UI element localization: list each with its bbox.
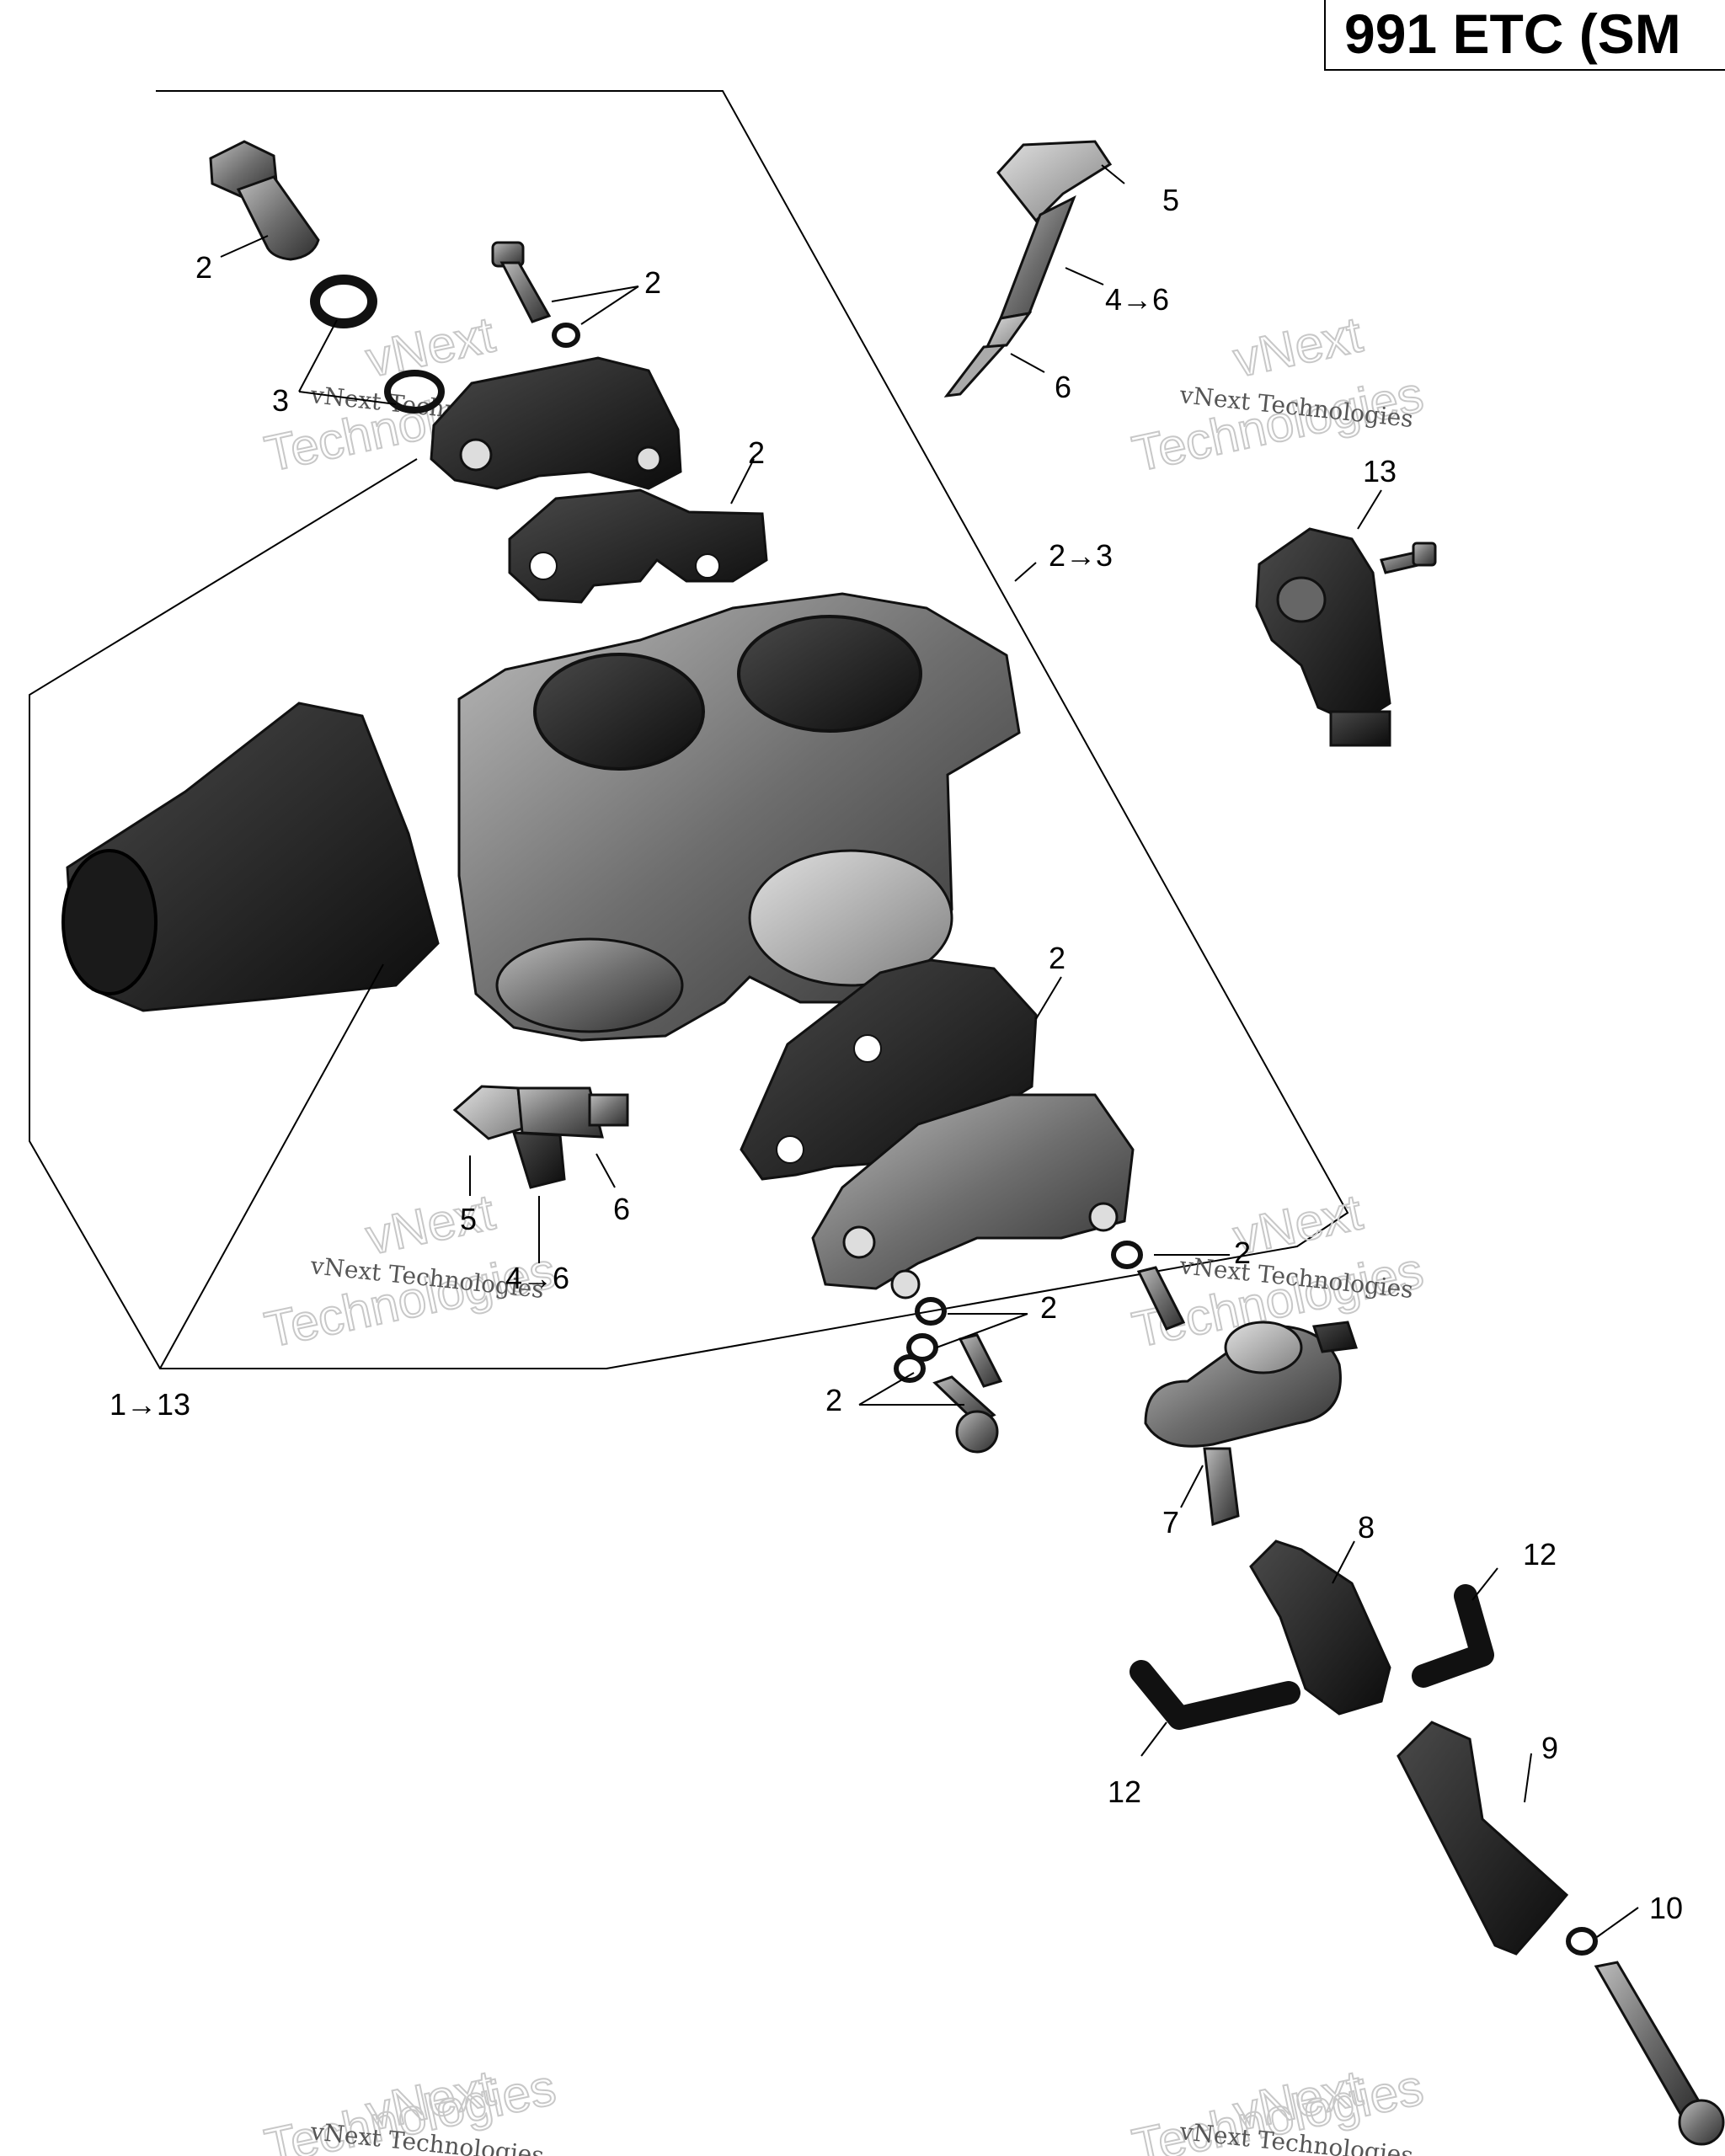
fuel-pressure-regulator	[1144, 1321, 1359, 1527]
callout-c2: 2	[644, 265, 661, 300]
callout-c3: 3	[272, 383, 289, 418]
diagram-title-box: 991 ETC (SM	[1324, 0, 1725, 71]
watermark-group-5: vNext Technologies vNext Technologies	[259, 2057, 562, 2156]
gasket-hole-1	[529, 552, 558, 580]
lower-screw	[932, 1375, 999, 1454]
callout-c4: 2	[748, 435, 765, 470]
wm-brand-2: vNext	[1229, 306, 1367, 387]
rail-port-4	[890, 1269, 921, 1299]
sensor-connector	[1329, 710, 1391, 747]
callout-c6: 5	[1162, 183, 1179, 217]
hose-12-right	[1412, 1584, 1494, 1688]
throttle-bore-left	[533, 653, 705, 771]
callout-c18: 7	[1162, 1505, 1179, 1540]
throttle-outlet	[748, 849, 953, 987]
leader-lines	[159, 164, 1639, 1938]
gasket-hole-4	[853, 1034, 882, 1063]
callout-c23: 10	[1649, 1891, 1683, 1925]
throttle-body	[457, 592, 1021, 1042]
fitting-b	[958, 1333, 1003, 1388]
hose-fitting-8	[1249, 1540, 1391, 1716]
washer-10	[1566, 1927, 1598, 1956]
callout-c17: 1→13	[109, 1387, 190, 1422]
throttle-outlet-left	[495, 937, 684, 1033]
callout-c10: 2	[1049, 941, 1065, 975]
callout-c22: 9	[1541, 1731, 1558, 1765]
o-ring-2b	[915, 1297, 947, 1326]
callout-c16: 2	[825, 1383, 842, 1417]
o-ring-top	[552, 323, 580, 348]
fitting-a	[1136, 1266, 1186, 1331]
banjo-bolt	[209, 140, 320, 261]
bracket-gasket-upper	[508, 488, 768, 604]
throttle-position-sensor	[1255, 527, 1391, 747]
callout-c11: 5	[460, 1202, 477, 1236]
callout-c20: 12	[1523, 1537, 1557, 1572]
small-screw-top	[491, 241, 552, 323]
bolt-10	[1594, 1961, 1725, 2146]
intake-boot	[61, 702, 440, 1012]
callout-c19: 8	[1358, 1510, 1375, 1545]
fuel-injector-left	[452, 1085, 629, 1189]
callout-c5: 2→3	[1049, 538, 1113, 573]
hose-12-left	[1130, 1660, 1300, 1730]
assembly-boundary	[29, 90, 1349, 1369]
sealing-ring-1	[310, 275, 377, 328]
rail-port-1	[459, 438, 493, 472]
callout-c13: 6	[613, 1192, 630, 1226]
o-ring-2c	[906, 1333, 938, 1362]
sensor-bore	[1276, 576, 1327, 623]
sensor-screw	[1380, 542, 1437, 574]
callout-c21: 12	[1108, 1774, 1141, 1809]
gasket-hole-3	[776, 1135, 804, 1164]
sealing-ring-2	[384, 370, 445, 414]
rail-port-3	[842, 1225, 876, 1259]
o-ring-2d	[894, 1354, 926, 1383]
callout-labels: 2 2 3 2 2→3 5 4→6 6 13 2 5 4→6 6 2 2 2 1…	[109, 183, 1683, 1925]
callout-c14: 2	[1234, 1235, 1251, 1270]
callout-c15: 2	[1040, 1290, 1057, 1325]
callout-c12: 4→6	[505, 1261, 569, 1295]
clamp-9	[1397, 1721, 1569, 1956]
callout-c7: 4→6	[1105, 282, 1169, 317]
throttle-bore-right	[737, 615, 922, 733]
fuel-injector-top	[943, 140, 1113, 398]
gasket-hole-2	[695, 553, 720, 579]
rail-port-2	[635, 446, 662, 472]
callout-c1: 2	[195, 250, 212, 285]
fuel-rail-lower	[811, 1093, 1135, 1290]
callout-c8: 6	[1055, 370, 1071, 404]
watermark-group-6: vNext Technologies vNext Technologies	[1127, 2057, 1429, 2156]
boot-opening	[61, 849, 158, 995]
callout-c9: 13	[1363, 454, 1397, 488]
o-ring-2a	[1111, 1241, 1143, 1269]
rail-port-5	[1088, 1202, 1119, 1232]
diagram-title: 991 ETC (SM	[1344, 3, 1681, 65]
fuel-rail-upper	[430, 356, 682, 490]
wm-brand-3: vNext	[361, 1183, 499, 1265]
